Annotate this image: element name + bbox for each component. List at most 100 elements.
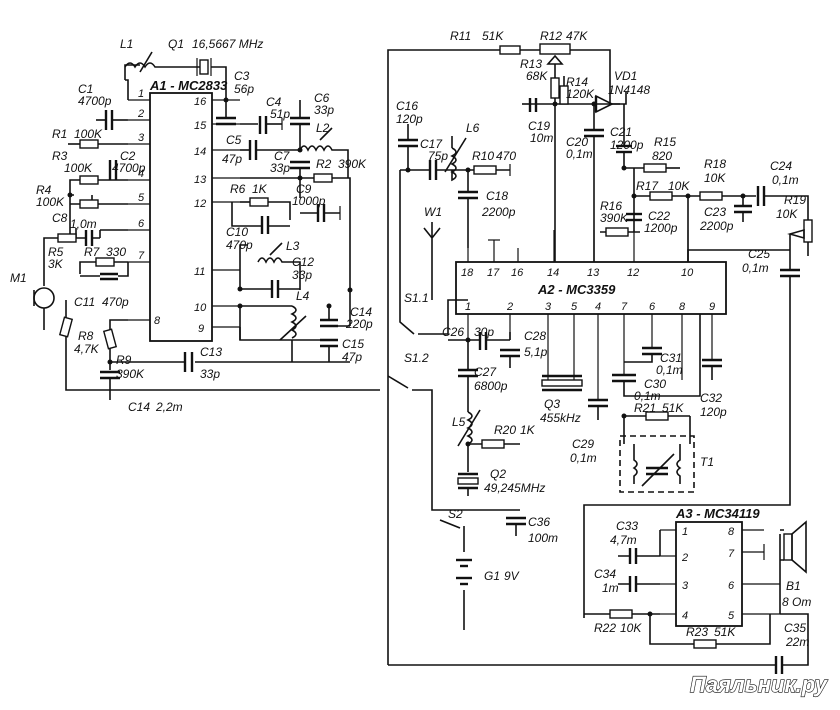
value-c35: 22m (785, 635, 809, 649)
chip-a3-body (675, 521, 743, 627)
label-c35: C35 (784, 621, 806, 635)
label-c21: C21 (610, 125, 632, 139)
label-r6: R6 (230, 182, 246, 196)
label-c17: C17 (420, 137, 443, 151)
value-c7: 33p (270, 161, 290, 175)
label-r23: R23 (686, 625, 708, 639)
value-c30: 0,1m (634, 389, 661, 403)
value-c15: 47p (342, 350, 362, 364)
value-r6: 1K (252, 182, 268, 196)
label-b1: B1 (786, 579, 801, 593)
label-c12: C12 (292, 255, 314, 269)
label-r2: R2 (316, 157, 332, 171)
a3-pin-2: 2 (681, 552, 688, 564)
label-s1-1: S1.1 (404, 291, 429, 305)
label-r3: R3 (52, 149, 68, 163)
value-r5: 3K (48, 257, 64, 271)
value-r4: 100K (36, 195, 65, 209)
a3-wiring (388, 520, 809, 674)
label-c6: C6 (314, 91, 330, 105)
value-r21: 51K (662, 401, 684, 415)
label-r14: R14 (566, 75, 588, 89)
label-c16: C16 (396, 99, 418, 113)
chip-a1-body (149, 92, 213, 342)
a3-pin-1: 1 (682, 526, 688, 538)
label-vd1: VD1 (614, 69, 637, 83)
chip-a1: A1 - MC2833 1 2 3 4 5 6 7 8 16 (128, 78, 240, 342)
a2-pin-17: 17 (487, 267, 500, 279)
label-l6: L6 (466, 121, 480, 135)
a2-pin-14: 14 (547, 267, 559, 279)
a2-pin-10: 10 (681, 267, 694, 279)
value-c2: 4700p (112, 161, 146, 175)
a2-pin-8: 8 (679, 301, 686, 313)
value-c5: 47p (222, 152, 242, 166)
a1-pin-4: 4 (138, 168, 144, 180)
value-c20: 0,1m (566, 147, 593, 161)
value-c13: 33p (200, 367, 220, 381)
label-c9: C9 (296, 182, 312, 196)
value-r14: 120K (566, 87, 595, 101)
value-c17: 75p (428, 149, 448, 163)
label-c29: C29 (572, 437, 594, 451)
label-r12: R12 (540, 29, 562, 43)
a3-pin-4: 4 (682, 610, 688, 622)
a1-pin-8: 8 (154, 315, 161, 327)
label-c32: C32 (700, 391, 722, 405)
label-q1: Q1 (168, 37, 184, 51)
component-labels: L1 Q1 16,5667 MHz C1 4700p R1 100K R3 10… (10, 29, 811, 649)
a2-pin-16: 16 (511, 267, 524, 279)
label-r4: R4 (36, 183, 52, 197)
label-c2: C2 (120, 149, 136, 163)
label-c8: C8 (52, 211, 68, 225)
label-c23: C23 (704, 205, 726, 219)
label-l5: L5 (452, 415, 466, 429)
value-q1: 16,5667 MHz (192, 37, 263, 51)
value-r3: 100K (64, 161, 93, 175)
value-r19: 10K (776, 207, 798, 221)
value-r1: 100K (74, 127, 103, 141)
junctions (67, 97, 746, 617)
label-c30: C30 (644, 377, 666, 391)
value-c24: 0,1m (772, 173, 799, 187)
a1-pin-2: 2 (137, 108, 144, 120)
label-r22: R22 (594, 621, 616, 635)
a1-pin-3: 3 (138, 132, 145, 144)
label-c18: C18 (486, 189, 508, 203)
label-c7: C7 (274, 149, 291, 163)
a1-pin-9: 9 (198, 323, 204, 335)
value-vd1: 1N4148 (608, 83, 650, 97)
value-c14-220p: 220p (345, 317, 373, 331)
value-c8: 1,0m (70, 217, 97, 231)
chip-a2-body (455, 261, 727, 315)
value-c33: 4,7m (610, 533, 637, 547)
label-c5: C5 (226, 133, 242, 147)
label-r15: R15 (654, 135, 676, 149)
label-r5: R5 (48, 245, 64, 259)
value-c32: 120p (700, 405, 727, 419)
value-c6: 33p (314, 103, 334, 117)
label-c26: C26 (442, 325, 464, 339)
label-l2: L2 (316, 121, 330, 135)
label-c14-220p: C14 (350, 305, 372, 319)
value-c1: 4700p (78, 94, 112, 108)
label-m1: M1 (10, 271, 27, 285)
value-c31: 0,1m (656, 363, 683, 377)
value-r11: 51K (482, 29, 504, 43)
a2-pin-6: 6 (649, 301, 656, 313)
a1-pin-7: 7 (138, 250, 145, 262)
chip-a1-label: A1 - MC2833 (149, 78, 228, 93)
a1-pin-12: 12 (194, 198, 206, 210)
label-c10: C10 (226, 225, 248, 239)
value-c10: 470p (226, 238, 253, 252)
value-r8: 4,7K (74, 342, 100, 356)
value-c36: 100m (528, 531, 558, 545)
label-c28: C28 (524, 329, 546, 343)
value-r2: 390K (338, 157, 367, 171)
label-q2: Q2 (490, 467, 506, 481)
value-q3: 455kHz (540, 411, 581, 425)
label-r11: R11 (450, 29, 471, 43)
label-c34: C34 (594, 567, 616, 581)
value-r18: 10K (704, 171, 726, 185)
